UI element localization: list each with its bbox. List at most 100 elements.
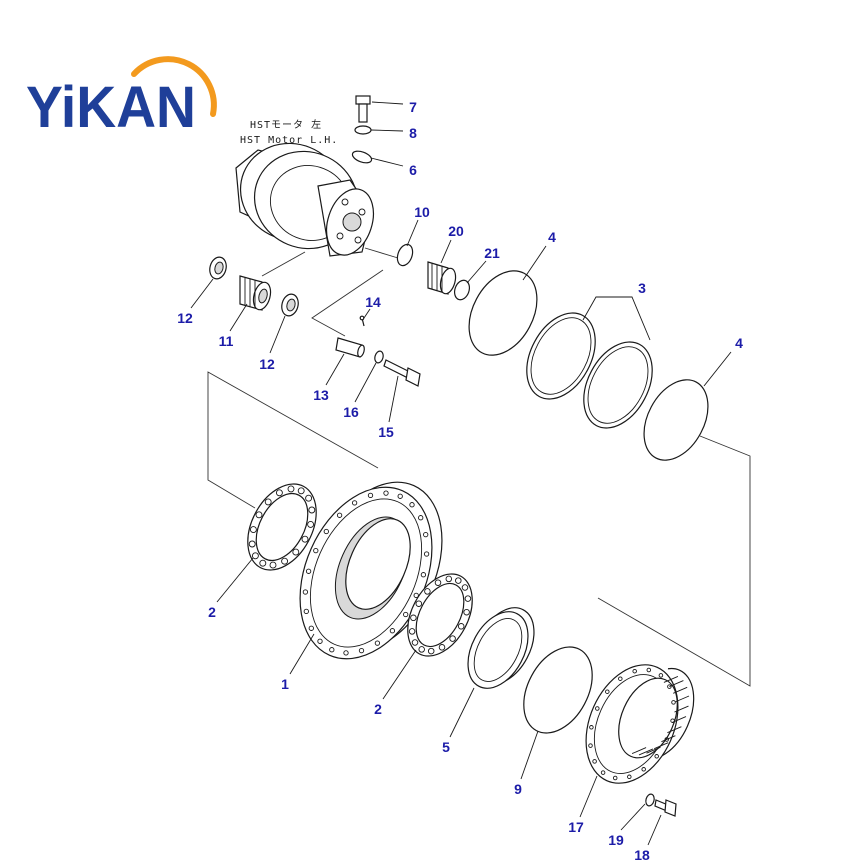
part-16-washer	[374, 350, 384, 364]
ring-2a-roller	[259, 559, 267, 567]
leader-1	[289, 633, 315, 675]
cover-17-cage-bar	[673, 686, 688, 694]
bolt-7-head	[355, 95, 371, 105]
cover-17-cage-bar	[674, 695, 690, 703]
seal-5-inner	[473, 618, 523, 682]
housing-bolt-hole	[303, 608, 309, 615]
part-2-ring-bearing-right	[407, 573, 473, 657]
cover-17-bolt-hole	[671, 700, 676, 705]
right-bracket	[597, 435, 751, 687]
ring-2b-roller	[445, 575, 453, 583]
callout-12-left: 12	[177, 310, 193, 326]
leader-11	[229, 303, 248, 332]
part-1-housing	[299, 481, 443, 660]
bearing-12b-inner	[286, 298, 296, 312]
caption-english: HST Motor L.H.	[240, 135, 338, 146]
part-4-gasket-upper	[468, 270, 538, 356]
leader-15	[388, 375, 399, 423]
part-13-sleeve	[335, 337, 365, 358]
ring-2b-roller	[464, 595, 472, 602]
housing-1-rim	[309, 498, 423, 648]
part-20-roller-bearing	[427, 261, 457, 295]
leader-9	[520, 730, 539, 780]
roller-11-lines	[244, 277, 256, 308]
cover-17-bolt-hole	[589, 725, 594, 730]
leader-5	[449, 687, 475, 738]
cover-17-bolt-hole	[595, 706, 600, 711]
roller-11-bore	[258, 288, 268, 304]
callout-14: 14	[365, 294, 381, 310]
bearing-12a-inner	[214, 261, 224, 275]
ring-2b-roller	[461, 584, 469, 591]
seal-ring-a-inner	[530, 317, 592, 395]
housing-bolt-hole	[351, 500, 358, 506]
part-15-bolt	[383, 359, 421, 387]
part-5-seal	[467, 607, 535, 689]
cover-17-bolt-hole	[627, 774, 632, 780]
ring-2b-roller	[424, 588, 431, 595]
part-6-o-ring	[351, 150, 373, 164]
motor-hub-hole-b	[358, 208, 366, 216]
housing-bolt-hole	[409, 502, 415, 508]
leader-10	[406, 219, 419, 247]
cover-17-cage-bar	[667, 726, 682, 734]
leader-4-upper	[522, 245, 547, 281]
housing-bolt-hole	[308, 625, 314, 631]
ring-2a-roller	[275, 489, 283, 497]
callout-5: 5	[442, 739, 450, 755]
part-12-bearing-left	[209, 256, 227, 280]
ring-2a-roller	[249, 526, 257, 534]
housing-bolt-hole	[389, 628, 396, 634]
motor-caption: HSTモータ 左 HST Motor L.H.	[240, 118, 338, 146]
callout-2-right: 2	[374, 701, 382, 717]
ring-2b-roller	[457, 623, 465, 630]
callout-10: 10	[414, 204, 430, 220]
part-10-nut	[396, 243, 414, 267]
callout-4-lower: 4	[735, 335, 743, 351]
ring-2a-roller	[301, 535, 309, 543]
roller-20-end	[439, 267, 457, 295]
pin-14-head	[359, 315, 365, 321]
ring-2b-roller	[449, 635, 456, 642]
callout-1: 1	[281, 676, 289, 692]
ring-2b-roller	[415, 600, 423, 607]
ring-2b-roller	[410, 614, 417, 622]
pin-bracket	[311, 269, 384, 337]
housing-bolt-hole	[329, 647, 335, 653]
housing-bolt-hole	[302, 589, 309, 595]
motor-hub-hole-c	[354, 236, 362, 244]
leader-12-left	[190, 278, 214, 309]
housing-bolt-hole	[383, 490, 389, 496]
housing-bolt-hole	[403, 611, 409, 618]
leader-21	[466, 260, 487, 284]
logo-arc	[131, 56, 217, 117]
cover-17-cage-bar	[638, 748, 654, 756]
callout-3: 3	[638, 280, 646, 296]
cover-17-bolt-hole	[664, 737, 669, 742]
callout-2-left: 2	[208, 604, 216, 620]
housing-bolt-hole	[317, 638, 323, 644]
cover-17-cage-bar	[671, 716, 687, 724]
callout-16: 16	[343, 404, 359, 420]
cover-17-cage-bar	[654, 742, 669, 750]
motor-hub-hole-a	[341, 198, 349, 206]
housing-bolt-hole	[420, 572, 427, 578]
bolt-15-shank	[383, 359, 411, 379]
housing-bolt-hole	[397, 493, 403, 499]
ring-2b-inner	[415, 582, 465, 648]
part-8-washer	[354, 125, 372, 135]
leader-lines	[190, 101, 732, 846]
bearing-axis-line	[261, 251, 306, 277]
callout-11: 11	[219, 333, 234, 349]
leader-14	[363, 308, 371, 319]
cover-17-bolt-hole	[658, 673, 664, 678]
hst-motor	[235, 142, 375, 257]
ring-2a-roller	[281, 557, 289, 565]
cover-17-bolt-hole	[618, 676, 623, 681]
housing-bolt-hole	[336, 512, 343, 518]
cover-17-cage-bar	[661, 735, 676, 743]
leader-6	[370, 157, 404, 167]
part-2-ring-bearing-left	[247, 483, 317, 571]
leader-17	[579, 775, 598, 818]
part-4-gasket-lower	[643, 379, 709, 461]
